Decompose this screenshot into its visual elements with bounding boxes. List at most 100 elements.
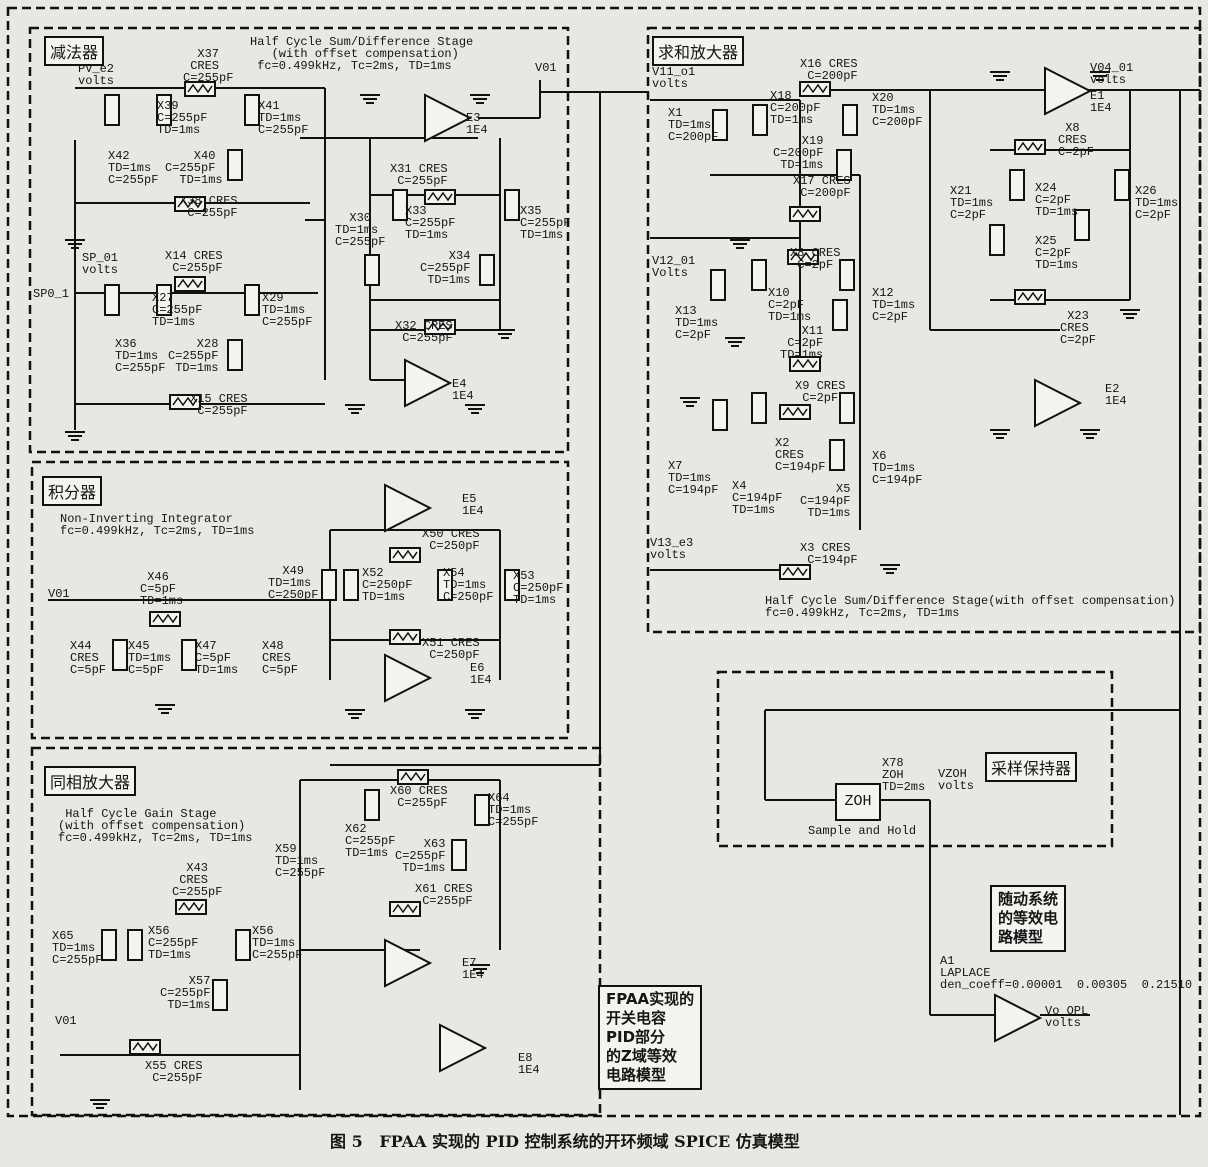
component-label: E5 1E4: [462, 492, 484, 518]
ground-icon: [345, 404, 365, 414]
component-label: X50 CRES C=250pF: [422, 527, 480, 553]
component-label: X31 CRES C=255pF: [390, 162, 448, 188]
component-label: X25 C=2pF TD=1ms: [1035, 234, 1079, 272]
component-label: X19 C=200pF TD=1ms: [773, 134, 824, 172]
component-label: X28 C=255pF TD=1ms: [168, 337, 219, 375]
component-label: X14 CRES C=255pF: [165, 249, 223, 275]
component-label: X61 CRES C=255pF: [415, 882, 473, 908]
resistor-zigzag-icon: [392, 549, 418, 560]
summing-amp-box: [646, 26, 1202, 634]
sample-hold-title: 采样保持器: [985, 752, 1078, 782]
component-label: X33 C=255pF TD=1ms: [405, 204, 456, 242]
ground-icon: [360, 94, 380, 104]
component-label: X34 C=255pF TD=1ms: [420, 249, 471, 287]
op-amp-e6: [384, 653, 433, 703]
op-amp-e3: [424, 93, 473, 143]
switched-capacitor: [504, 189, 520, 221]
component-label: X57 C=255pF TD=1ms: [160, 974, 211, 1012]
switched-capacitor: [829, 439, 845, 471]
ground-icon: [470, 964, 490, 974]
resistor-zigzag-icon: [782, 566, 808, 577]
switched-capacitor: [364, 789, 380, 821]
component-label: X35 C=255pF TD=1ms: [520, 204, 571, 242]
ground-icon: [1090, 71, 1110, 81]
component-label: X21 TD=1ms C=2pF: [950, 184, 994, 222]
switched-capacitor: [751, 259, 767, 291]
component-label: X27 C=255pF TD=1ms: [152, 291, 203, 329]
component-label: X13 TD=1ms C=2pF: [675, 304, 719, 342]
ground-icon: [155, 704, 175, 714]
component-label: V13_e3 volts: [650, 536, 694, 562]
component-label: X59 TD=1ms C=255pF: [275, 842, 326, 880]
component-label: X26 TD=1ms C=2pF: [1135, 184, 1179, 222]
component-label: X64 TD=1ms C=255pF: [488, 791, 539, 829]
component-label: X24 C=2pF TD=1ms: [1035, 181, 1079, 219]
resistor-zigzag-icon: [392, 631, 418, 642]
switched-capacitor: [156, 94, 172, 126]
resistor-zigzag-icon: [177, 278, 203, 289]
ground-icon: [65, 431, 85, 441]
sample-hold-box: [716, 670, 1114, 848]
component-label: X78 ZOH TD=2ms: [882, 756, 926, 794]
ground-icon: [470, 94, 490, 104]
resistor-zigzag-icon: [177, 198, 203, 209]
switched-capacitor: [212, 979, 228, 1011]
component-label: X47 C=5pF TD=1ms: [195, 639, 239, 677]
ground-icon: [880, 564, 900, 574]
resistor-zigzag-icon: [132, 1041, 158, 1052]
component-label: X55 CRES C=255pF: [145, 1059, 203, 1085]
component-label: Half Cycle Sum/Difference Stage (with of…: [250, 35, 474, 73]
component-label: E4 1E4: [452, 377, 474, 403]
resistor-zigzag-icon: [178, 901, 204, 912]
resistor-zigzag-icon: [1017, 141, 1043, 152]
resistor-zigzag-icon: [187, 83, 213, 94]
switched-capacitor: [364, 254, 380, 286]
component-label: E8 1E4: [518, 1051, 540, 1077]
switched-capacitor: [437, 569, 453, 601]
component-label: E7 1E4: [462, 956, 484, 982]
switched-capacitor: [104, 94, 120, 126]
ground-icon: [1080, 429, 1100, 439]
switched-capacitor: [235, 929, 251, 961]
switched-capacitor: [504, 569, 520, 601]
plant-note: 随动系统 的等效电 路模型: [990, 885, 1067, 952]
component-label: X39 C=255pF TD=1ms: [157, 99, 208, 137]
switched-capacitor: [392, 189, 408, 221]
noninv-amp-title: 同相放大器: [44, 766, 137, 796]
op-amp-a1: [994, 993, 1043, 1043]
ground-icon: [465, 709, 485, 719]
ground-icon: [65, 239, 85, 249]
component-label: X40 C=255pF TD=1ms: [165, 149, 223, 187]
ground-icon: [990, 71, 1010, 81]
component-label: X54 TD=1ms C=250pF: [443, 566, 494, 604]
resistor-zigzag-icon: [427, 321, 453, 332]
switched-capacitor: [227, 149, 243, 181]
switched-capacitor: [836, 149, 852, 181]
switched-capacitor: [1074, 209, 1090, 241]
component-label: X30 TD=1ms C=255pF: [335, 211, 386, 249]
component-label: X38 CRES C=255pF: [180, 194, 238, 220]
component-label: Non-Inverting Integrator fc=0.499kHz, Tc…: [60, 512, 255, 538]
component-label: X52 C=250pF TD=1ms: [362, 566, 413, 604]
switched-capacitor: [712, 109, 728, 141]
op-amp-e7: [384, 938, 433, 988]
component-label: Half Cycle Gain Stage (with offset compe…: [58, 807, 253, 845]
switched-capacitor: [321, 569, 337, 601]
resistor-zigzag-icon: [802, 83, 828, 94]
resistor-zigzag-icon: [400, 771, 426, 782]
component-label: X49 TD=1ms C=250pF: [268, 564, 319, 602]
component-label: V11_o1 volts: [652, 65, 696, 91]
component-label: X23 CRES C=2pF: [1060, 309, 1097, 347]
component-label: V01: [48, 587, 70, 601]
fpaa-note: FPAA实现的 开关电容 PID部分 的Z域等效 电路模型: [598, 985, 703, 1090]
figure-caption: 图 5 FPAA 实现的 PID 控制系统的开环频域 SPICE 仿真模型: [330, 1132, 800, 1151]
component-label: X10 C=2pF TD=1ms: [768, 286, 812, 324]
component-label: X56 C=255pF TD=1ms: [148, 924, 199, 962]
resistor-zigzag-icon: [790, 251, 816, 262]
component-label: E3 1E4: [466, 111, 488, 137]
outer-box: [6, 6, 1202, 1118]
component-label: E1 1E4: [1090, 89, 1112, 115]
integrator-title: 积分器: [42, 476, 103, 506]
switched-capacitor: [839, 392, 855, 424]
